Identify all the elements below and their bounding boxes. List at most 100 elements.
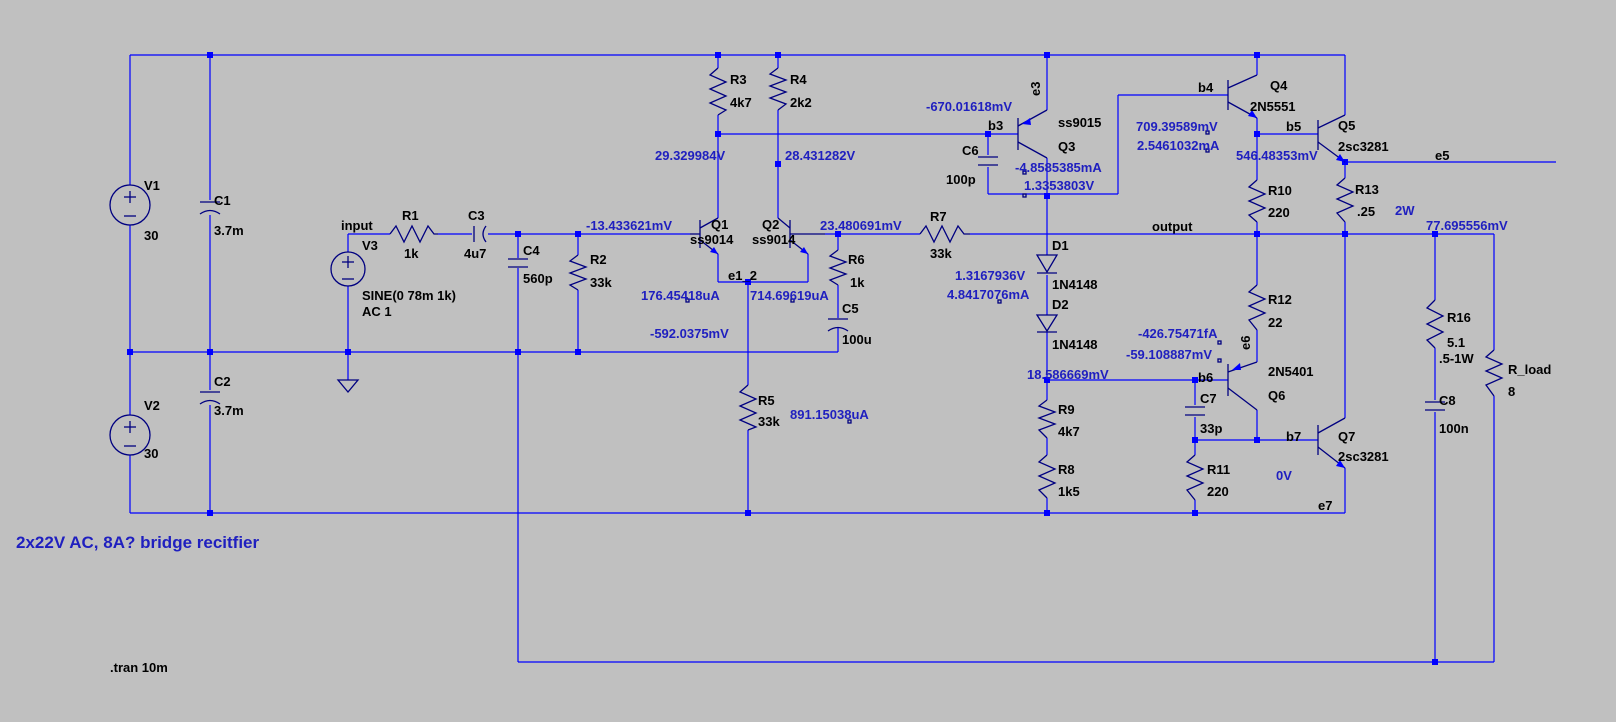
net-input: input [341,218,373,233]
label-r10: R10 [1268,183,1292,198]
label-d1: D1 [1052,238,1069,253]
value-c3: 4u7 [464,246,486,261]
label-q5: Q5 [1338,118,1355,133]
capacitor-c4[interactable] [508,258,528,268]
value-r12: 22 [1268,315,1282,330]
label-c2: C2 [214,374,231,389]
label-r8: R8 [1058,462,1075,477]
resistor-r8[interactable] [1037,454,1057,499]
model-q7: 2sc3281 [1338,449,1389,464]
op-a9: -13.433621mV [586,218,672,233]
diode-d2[interactable] [1035,314,1059,333]
resistor-r12[interactable] [1247,284,1267,331]
value-c5: 100u [842,332,872,347]
label-c5: C5 [842,301,859,316]
resistor-r1[interactable] [389,224,438,244]
resistor-r7[interactable] [919,224,970,244]
label-r1: R1 [402,208,419,223]
signal-source-v3[interactable] [330,251,366,287]
value-r-load: 8 [1508,384,1515,399]
probe-markers [685,130,1222,424]
value-r13: .25 [1357,204,1375,219]
op-a19: -59.108887mV [1126,347,1212,362]
value-c6: 100p [946,172,976,187]
capacitor-c8[interactable] [1425,401,1445,411]
op-a2: 709.39589mV [1136,119,1218,134]
value-c2: 3.7m [214,403,244,418]
label-r3: R3 [730,72,747,87]
net-b6: b6 [1198,370,1213,385]
net-e5: e5 [1435,148,1449,163]
op-a17: -592.0375mV [650,326,729,341]
capacitor-c7[interactable] [1185,406,1205,416]
wires [129,54,1556,663]
op-a16: 714.69619uA [750,288,829,303]
net-e7: e7 [1318,498,1332,513]
transistor-q6[interactable] [1227,361,1258,411]
diode-d1[interactable] [1035,254,1059,274]
capacitor-c3[interactable] [473,225,487,243]
model-q3: ss9015 [1058,115,1101,130]
label-r-load: R_load [1508,362,1551,377]
resistor-r6[interactable] [828,249,848,286]
capacitor-c6[interactable] [978,156,998,166]
net-e6: e6 [1238,336,1253,350]
value-r5: 33k [758,414,780,429]
label-r7: R7 [930,209,947,224]
transistor-q4[interactable] [1227,74,1258,119]
voltage-source-v1[interactable] [109,184,151,226]
label-c1: C1 [214,193,231,208]
model-q6: 2N5401 [1268,364,1314,379]
transistor-q3[interactable] [1017,109,1048,159]
op-a22: 0V [1276,468,1292,483]
label-r5: R5 [758,393,775,408]
resistor-r4[interactable] [768,67,788,111]
op-a1: -670.01618mV [926,99,1012,114]
resistor-r13[interactable] [1335,177,1355,223]
resistor-r3[interactable] [708,67,728,116]
label-q2: Q2 [762,217,779,232]
transistor-q2[interactable] [777,217,825,255]
label-c4: C4 [523,243,540,258]
resistor-r2[interactable] [568,254,588,291]
value-c4: 560p [523,271,553,286]
value-r10: 220 [1268,205,1290,220]
value-r11: 220 [1207,484,1229,499]
value-r4: 2k2 [790,95,812,110]
label-q6: Q6 [1268,388,1285,403]
label-q4: Q4 [1270,78,1288,93]
capacitor-c2[interactable] [199,391,221,405]
spice-directive[interactable]: .tran 10m [110,660,168,675]
value-r7: 33k [930,246,952,261]
net-b4: b4 [1198,80,1214,95]
value-r1: 1k [404,246,419,261]
transistor-q1[interactable] [690,217,719,255]
label-r12: R12 [1268,292,1292,307]
resistor-r10[interactable] [1247,179,1267,223]
value-r9: 4k7 [1058,424,1080,439]
capacitor-c1[interactable] [199,201,221,215]
op-a5: 29.329984V [655,148,725,163]
label-c7: C7 [1200,391,1217,406]
resistor-r9[interactable] [1037,399,1057,439]
transistor-q7[interactable] [1317,417,1346,469]
op-a18: -426.75471fA [1138,326,1218,341]
op-a7: -4.8585385mA [1015,160,1102,175]
model-d2: 1N4148 [1052,337,1098,352]
label-q7: Q7 [1338,429,1355,444]
resistor-r16[interactable] [1425,299,1445,349]
label-c6: C6 [962,143,979,158]
value-r6: 1k [850,275,865,290]
resistor-r-load[interactable] [1484,349,1504,397]
resistor-r11[interactable] [1185,454,1205,501]
value-c7: 33p [1200,421,1222,436]
value-c1: 3.7m [214,223,244,238]
model-q2: ss9014 [752,232,796,247]
voltage-source-v2[interactable] [109,414,151,456]
capacitor-c5[interactable] [827,318,849,332]
resistor-r5[interactable] [738,384,758,431]
net-b7: b7 [1286,429,1301,444]
transistor-q5[interactable] [1317,114,1346,163]
value-v2: 30 [144,446,158,461]
